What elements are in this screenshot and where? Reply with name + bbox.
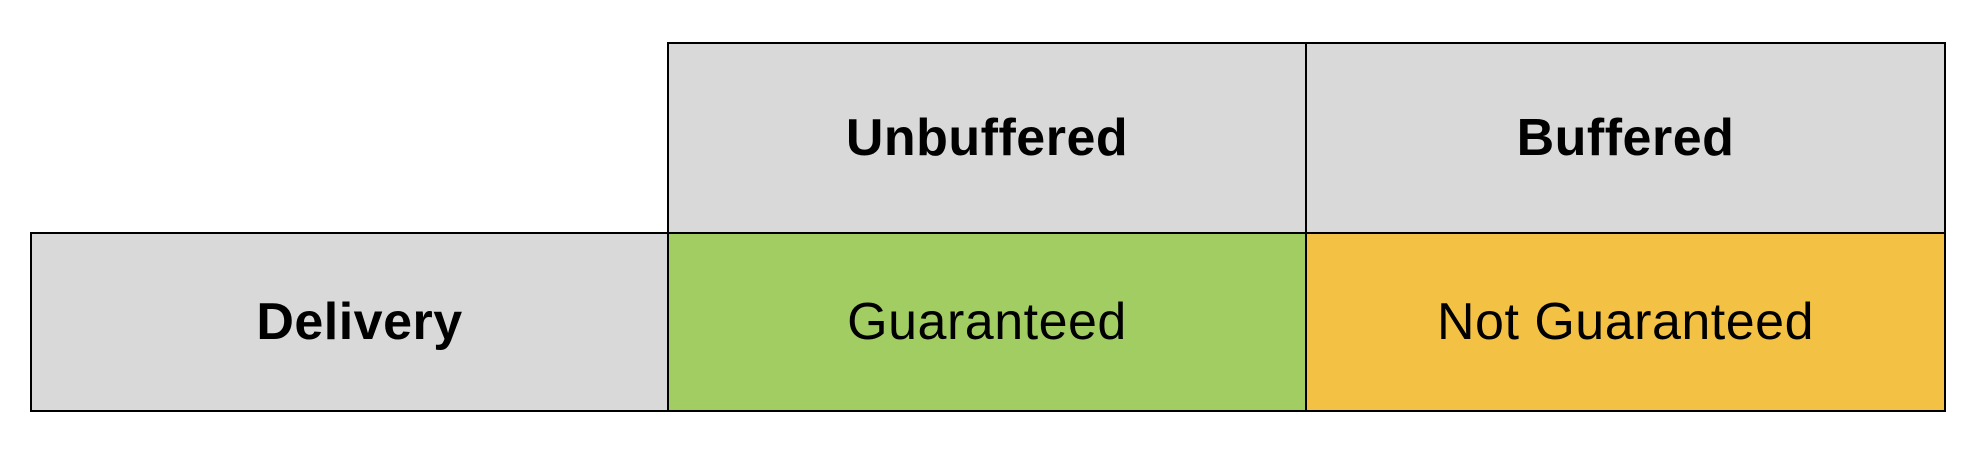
column-header-buffered: Buffered (1305, 42, 1946, 234)
cell-unbuffered-delivery: Guaranteed (667, 232, 1307, 412)
column-header-unbuffered: Unbuffered (667, 42, 1307, 234)
cell-buffered-delivery: Not Guaranteed (1305, 232, 1946, 412)
row-header-delivery: Delivery (30, 232, 669, 412)
